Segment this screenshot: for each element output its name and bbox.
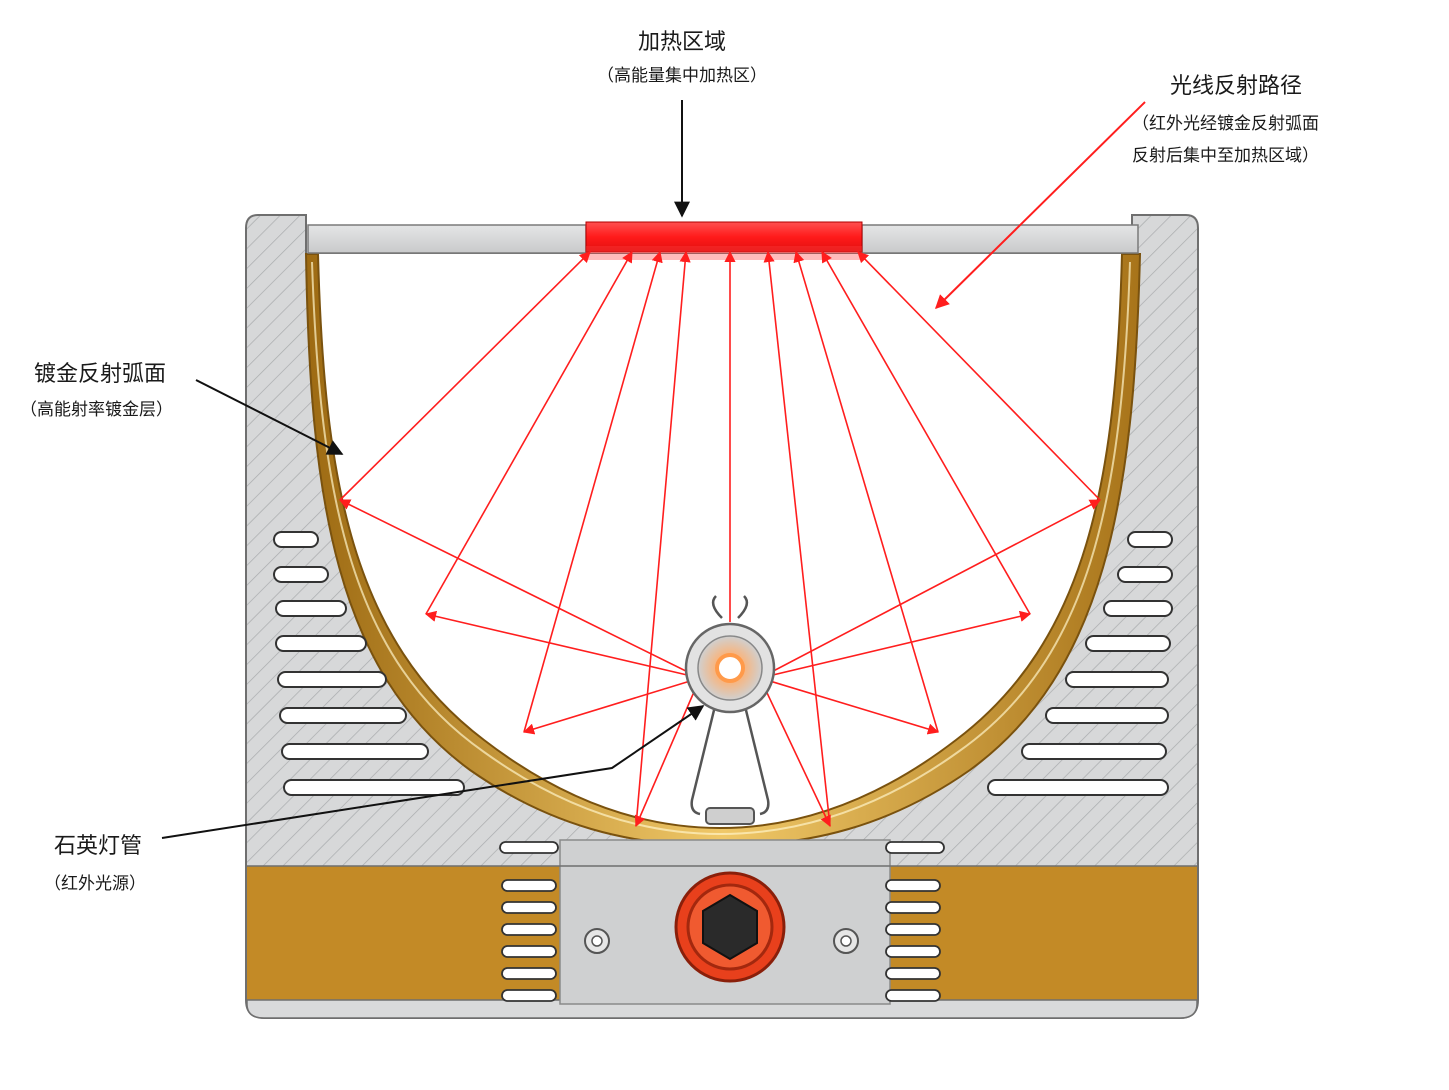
screw-right-icon	[833, 928, 859, 954]
light-ray	[339, 251, 591, 501]
top-plate-left	[307, 224, 587, 254]
vent-slot-left	[277, 671, 387, 688]
vent-slot-left	[273, 566, 329, 583]
vent-slot-lower-left	[501, 923, 557, 936]
vent-slot-left	[275, 635, 367, 652]
light-ray	[424, 610, 701, 679]
screw-left-icon	[584, 928, 610, 954]
vent-slot-lower-right	[885, 879, 941, 892]
lamp-base	[705, 807, 755, 825]
vent-slot-right	[1103, 600, 1173, 617]
vent-slot-right	[1045, 707, 1169, 724]
reflector-pointer	[195, 379, 344, 455]
vent-slots-right	[987, 531, 1173, 796]
reflector-cavity	[316, 254, 1124, 828]
reflector-subtitle: （高能射率镀金层）	[20, 400, 173, 420]
light-rays	[338, 250, 1101, 828]
light-path-subtitle-1: （红外光经镀金反射弧面	[1132, 114, 1319, 134]
light-ray	[425, 251, 633, 615]
vent-slot-right	[1065, 671, 1169, 688]
lamp-holder	[690, 595, 770, 816]
light-ray	[759, 499, 1101, 679]
vent-slots-lower-left	[499, 841, 559, 1002]
lamp-pointer	[161, 705, 705, 839]
vent-slot-left	[283, 779, 465, 796]
vent-slot-left	[275, 600, 347, 617]
light-ray	[763, 250, 831, 827]
vent-slot-lower-left	[501, 901, 557, 914]
light-ray	[522, 677, 701, 735]
light-ray	[759, 677, 831, 828]
vent-slot-right	[1127, 531, 1173, 548]
vent-slot-lower-left	[501, 879, 557, 892]
light-ray	[634, 677, 701, 828]
light-ray	[759, 610, 1032, 679]
vent-slot-lower-left	[501, 945, 557, 958]
vent-slot-right	[1085, 635, 1171, 652]
quartz-lamp-icon	[684, 622, 776, 714]
vent-slot-right	[1021, 743, 1167, 760]
vent-slot-lower-right	[885, 923, 941, 936]
light-ray	[338, 499, 701, 679]
vent-slot-right	[987, 779, 1169, 796]
light-ray	[857, 251, 1101, 501]
gold-reflector-arc	[304, 253, 1142, 848]
heating-zone-bar	[585, 221, 863, 253]
top-plate-right	[861, 224, 1139, 254]
vent-slots-lower-right	[885, 841, 945, 1002]
vent-slot-left	[273, 531, 319, 548]
light-path-subtitle-2: 反射后集中至加热区域）	[1132, 146, 1319, 166]
heating-zone-subtitle: （高能量集中加热区）	[597, 66, 767, 86]
reflector-title: 镀金反射弧面	[34, 362, 167, 387]
light-ray	[759, 677, 940, 735]
lamp-subtitle: （红外光源）	[44, 874, 146, 894]
vent-slot-left	[279, 707, 407, 724]
vent-slot-lower-right	[885, 967, 941, 980]
light-ray	[523, 250, 663, 733]
vent-slot-lower-right	[885, 945, 941, 958]
vent-slot-lower-right	[885, 901, 941, 914]
vent-slot-right	[1117, 566, 1173, 583]
light-ray	[821, 251, 1031, 615]
vent-slot-lower-right	[885, 841, 945, 854]
light-ray	[635, 250, 691, 827]
heating-zone-title: 加热区域	[637, 30, 727, 55]
light-ray	[793, 250, 939, 733]
vent-slot-left	[281, 743, 429, 760]
vent-slots-left	[273, 531, 465, 796]
vent-slot-lower-left	[499, 841, 559, 854]
light-path-pointer	[935, 101, 1146, 309]
vent-slot-lower-left	[501, 989, 557, 1002]
vent-slot-lower-right	[885, 989, 941, 1002]
vent-slot-lower-left	[501, 967, 557, 980]
adjust-knob-icon	[674, 871, 786, 983]
light-path-title: 光线反射路径	[1170, 74, 1303, 99]
lamp-title: 石英灯管	[54, 834, 143, 859]
